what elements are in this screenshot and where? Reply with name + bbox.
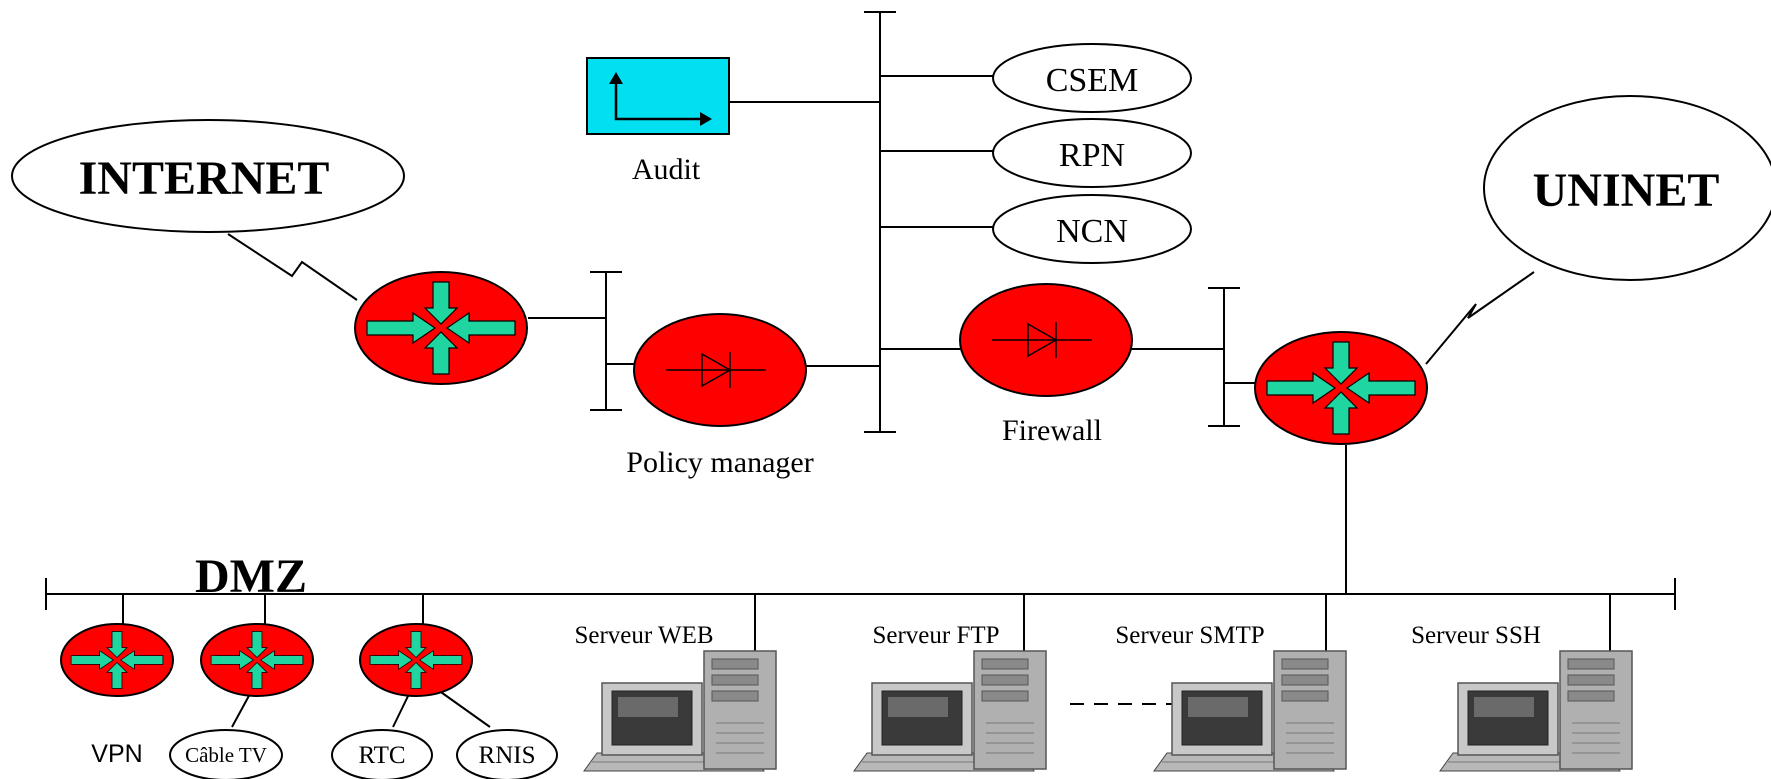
ftp-server-label: Serveur FTP bbox=[872, 622, 999, 649]
uninet-router bbox=[1254, 331, 1428, 445]
ssh-server-label: Serveur SSH bbox=[1411, 622, 1541, 649]
computer-icon bbox=[1153, 650, 1347, 772]
uninet-cloud: UNINET bbox=[1483, 95, 1771, 281]
cable-tv-router bbox=[200, 623, 314, 697]
ssh-server: Serveur SSH bbox=[1411, 622, 1633, 772]
serial-link-internet bbox=[227, 233, 358, 301]
ncn-network: NCN bbox=[992, 194, 1192, 264]
computer-icon bbox=[583, 650, 777, 772]
audit-box bbox=[586, 57, 730, 135]
csem-label: CSEM bbox=[1046, 62, 1139, 99]
rtc-rnis-router bbox=[359, 623, 473, 697]
internet-router bbox=[354, 271, 528, 385]
link-cable-tv bbox=[231, 691, 252, 728]
firewall-device: Firewall bbox=[959, 283, 1133, 447]
csem-network: CSEM bbox=[992, 43, 1192, 113]
computer-icon bbox=[1439, 650, 1633, 772]
policy-manager-device: Policy manager bbox=[626, 313, 814, 479]
axes-icon bbox=[609, 72, 712, 126]
policy-manager-label: Policy manager bbox=[626, 446, 813, 479]
rnis-network: RNIS bbox=[456, 729, 558, 779]
web-server: Serveur WEB bbox=[574, 622, 777, 772]
smtp-server-label: Serveur SMTP bbox=[1115, 622, 1264, 649]
rnis-label: RNIS bbox=[479, 742, 536, 769]
cable-tv-network: Câble TV bbox=[169, 729, 283, 779]
internet-cloud: INTERNET bbox=[11, 119, 405, 233]
smtp-server: Serveur SMTP bbox=[1115, 622, 1347, 772]
uninet-label: UNINET bbox=[1533, 164, 1720, 217]
computer-icon bbox=[853, 650, 1047, 772]
ftp-server: Serveur FTP bbox=[853, 622, 1047, 772]
serial-link-uninet bbox=[1425, 271, 1535, 365]
dmz-label: DMZ bbox=[195, 550, 307, 603]
rpn-label: RPN bbox=[1059, 137, 1125, 174]
web-server-label: Serveur WEB bbox=[574, 622, 713, 649]
internet-label: INTERNET bbox=[79, 152, 330, 205]
link-rnis bbox=[437, 689, 491, 728]
link-rtc bbox=[392, 691, 411, 728]
firewall-label: Firewall bbox=[1002, 414, 1102, 447]
rtc-network: RTC bbox=[331, 729, 433, 779]
rpn-network: RPN bbox=[992, 118, 1192, 188]
rtc-label: RTC bbox=[358, 742, 405, 769]
audit-label: Audit bbox=[632, 153, 701, 186]
vpn-label: VPN bbox=[91, 740, 142, 768]
vpn-router: VPN bbox=[60, 623, 174, 768]
audit-station: Audit bbox=[586, 57, 730, 186]
ncn-label: NCN bbox=[1056, 213, 1128, 250]
cable-tv-label: Câble TV bbox=[185, 743, 267, 767]
